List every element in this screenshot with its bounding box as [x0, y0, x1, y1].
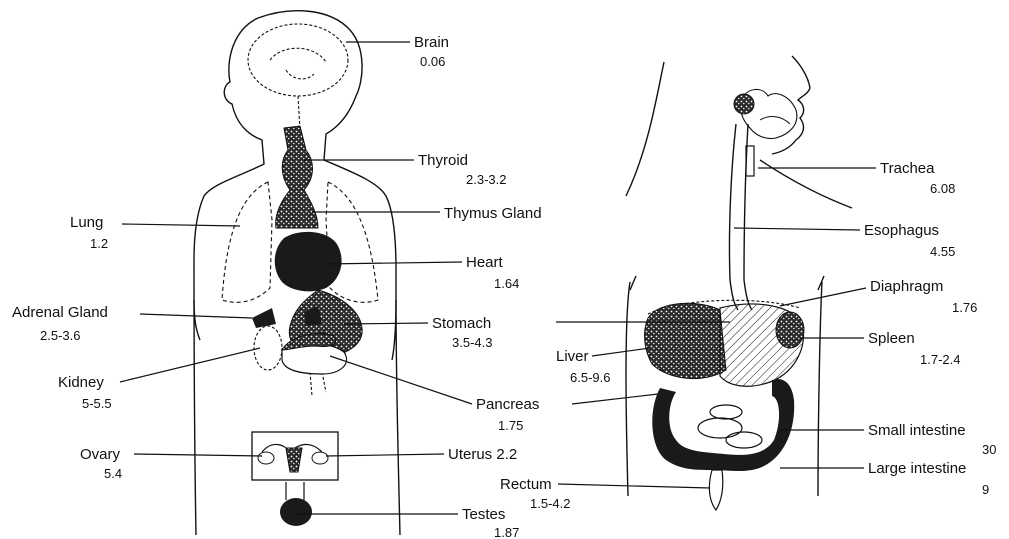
- spleen-value: 1.7-2.4: [920, 352, 960, 367]
- kidney-label: Kidney: [58, 374, 104, 391]
- lung-label: Lung: [70, 214, 103, 231]
- brain-value: 0.06: [420, 54, 445, 69]
- brain-drawing: [248, 24, 348, 130]
- thyroid-value: 2.3-3.2: [466, 172, 506, 187]
- stomach-label: Stomach: [432, 315, 491, 332]
- lung-value: 1.2: [90, 236, 108, 251]
- uterus-label: Uterus 2.2: [448, 446, 517, 463]
- large-intestine-value: 9: [982, 482, 989, 497]
- brain-label: Brain: [414, 34, 449, 51]
- heart-label: Heart: [466, 254, 503, 271]
- diaphragm-label: Diaphragm: [870, 278, 943, 295]
- heart-drawing: [275, 232, 342, 291]
- rectum-drawing: [709, 470, 722, 510]
- pancreas-value: 1.75: [498, 418, 523, 433]
- adrenal-gland-value: 2.5-3.6: [40, 328, 80, 343]
- esophagus-value: 4.55: [930, 244, 955, 259]
- diaphragm-value: 1.76: [952, 300, 977, 315]
- uterus-ovary-drawing: [252, 432, 338, 480]
- nasal-oral-drawing: [734, 89, 797, 138]
- esophagus-label: Esophagus: [864, 222, 939, 239]
- thyroid-thymus-drawing: [276, 126, 318, 228]
- liver-label: Liver: [556, 348, 589, 365]
- trachea-value: 6.08: [930, 181, 955, 196]
- testes-drawing: [280, 482, 312, 526]
- small-intestine-value: 30: [982, 442, 996, 457]
- rectum-value: 1.5-4.2: [530, 496, 570, 511]
- testes-label: Testes: [462, 506, 505, 523]
- spleen-label: Spleen: [868, 330, 915, 347]
- small-intestine-label: Small intestine: [868, 422, 966, 439]
- testes-value: 1.87: [494, 525, 519, 539]
- ovary-value: 5.4: [104, 466, 122, 481]
- heart-value: 1.64: [494, 276, 519, 291]
- adrenal-gland-label: Adrenal Gland: [12, 304, 108, 321]
- spleen-drawing: [776, 312, 804, 348]
- trachea-label: Trachea: [880, 160, 934, 177]
- large-intestine-drawing: [652, 379, 794, 471]
- rectum-label: Rectum: [500, 476, 552, 493]
- kidney-value: 5-5.5: [82, 396, 112, 411]
- adrenal-gland-drawing: [252, 308, 276, 328]
- esophagus-drawing: [729, 124, 752, 310]
- stomach-value: 3.5-4.3: [452, 335, 492, 350]
- thyroid-label: Thyroid: [418, 152, 468, 169]
- liver-value: 6.5-9.6: [570, 370, 610, 385]
- thymus-gland-label: Thymus Gland: [444, 205, 542, 222]
- liver-drawing: [645, 303, 726, 378]
- large-intestine-label: Large intestine: [868, 460, 966, 477]
- ovary-label: Ovary: [80, 446, 120, 463]
- pancreas-label: Pancreas: [476, 396, 539, 413]
- small-intestine-drawing: [698, 405, 762, 448]
